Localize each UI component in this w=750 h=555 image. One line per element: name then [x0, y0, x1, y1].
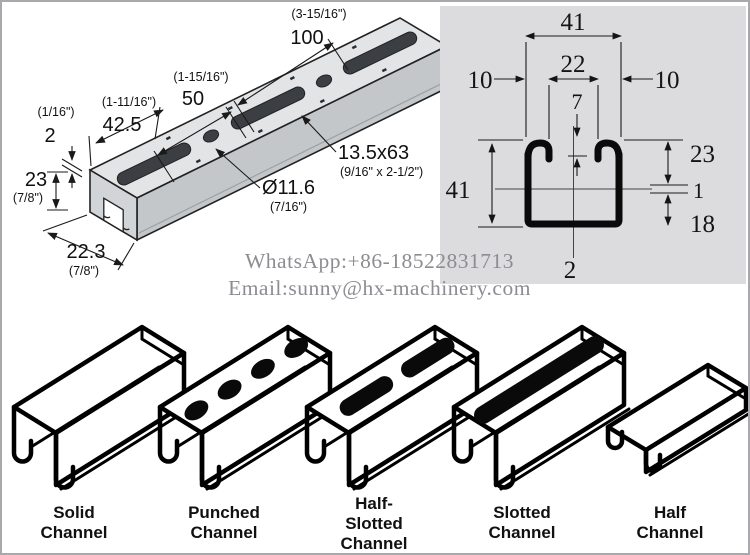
label-slotted-channel: Slotted Channel	[447, 503, 597, 543]
label-line: Half-	[355, 494, 393, 513]
label-line: Channel	[488, 523, 556, 542]
label-line: Channel	[636, 523, 704, 542]
slotted-channel-drawing	[451, 324, 631, 491]
dim-50: 50	[182, 88, 204, 110]
cross-section-drawing: 41 22 10 10 7 41 23 1 18 2	[446, 9, 716, 284]
dim-22-3: 22.3	[67, 241, 106, 263]
sec-thickness: 2	[564, 257, 577, 284]
dim-100: 100	[290, 27, 323, 49]
label-line: Channel	[40, 523, 108, 542]
dim-slot: 13.5x63	[338, 142, 409, 164]
cross-section-panel: 41 22 10 10 7 41 23 1 18 2	[440, 6, 746, 284]
iso-dimension-labels: (3-15/16") 100 (1-15/16") 50 (1-11/16") …	[13, 7, 423, 278]
sec-lip-right: 10	[655, 67, 680, 94]
label-line: Channel	[340, 534, 408, 553]
isometric-strut-drawing: (3-15/16") 100 (1-15/16") 50 (1-11/16") …	[13, 7, 440, 278]
dim-slot-inch: (9/16" x 2-1/2")	[340, 165, 423, 179]
label-line: Half	[653, 503, 687, 522]
dim-23: 23	[25, 169, 47, 191]
dim-100-inch: (3-15/16")	[291, 7, 346, 21]
sec-lip-left: 10	[468, 67, 493, 94]
sec-seg18: 18	[690, 211, 715, 238]
label-half-slotted-channel: Half- Slotted Channel	[299, 494, 449, 553]
dim-hole: Ø11.6	[262, 177, 315, 199]
dim-22-3-inch: (7/8")	[69, 264, 99, 278]
sec-top-width: 41	[561, 9, 586, 36]
dim-42: 42.5	[103, 114, 142, 136]
label-line: Slotted	[493, 503, 551, 522]
sec-seg23: 23	[690, 141, 715, 168]
label-half-channel: Half Channel	[595, 503, 745, 543]
dim-50-inch: (1-15/16")	[173, 70, 228, 84]
dim-thickness: 2	[44, 125, 55, 147]
label-solid-channel: Solid Channel	[2, 503, 149, 543]
half-slotted-channel-drawing	[304, 324, 484, 491]
half-channel-shape	[605, 362, 748, 477]
sec-opening: 22	[561, 51, 586, 78]
sec-lip-depth: 7	[572, 89, 583, 114]
dim-23-inch: (7/8")	[13, 191, 43, 205]
dim-hole-inch: (7/16")	[270, 200, 307, 214]
label-line: Punched	[188, 503, 260, 522]
solid-channel-drawing	[11, 324, 191, 491]
dim-thickness-inch: (1/16")	[37, 105, 74, 119]
section-dimension-lines	[478, 32, 688, 228]
sec-seg1: 1	[693, 178, 704, 203]
sec-height: 41	[446, 177, 471, 204]
solid-channel-shape	[11, 324, 191, 491]
label-line: Solid	[53, 503, 95, 522]
punched-holes	[184, 338, 309, 421]
half-slots	[339, 337, 455, 416]
dim-42-inch: (1-11/16")	[102, 95, 156, 109]
section-profile	[524, 139, 623, 228]
iso-dimension-lines	[42, 38, 349, 271]
long-slot	[474, 336, 604, 424]
label-line: Slotted	[345, 514, 403, 533]
label-line: Channel	[190, 523, 258, 542]
section-centerlines	[495, 126, 652, 258]
punched-channel-drawing	[157, 324, 337, 491]
half-channel-drawing	[605, 362, 748, 477]
label-punched-channel: Punched Channel	[149, 503, 299, 543]
section-dimension-labels: 41 22 10 10 7 41 23 1 18 2	[446, 9, 716, 284]
